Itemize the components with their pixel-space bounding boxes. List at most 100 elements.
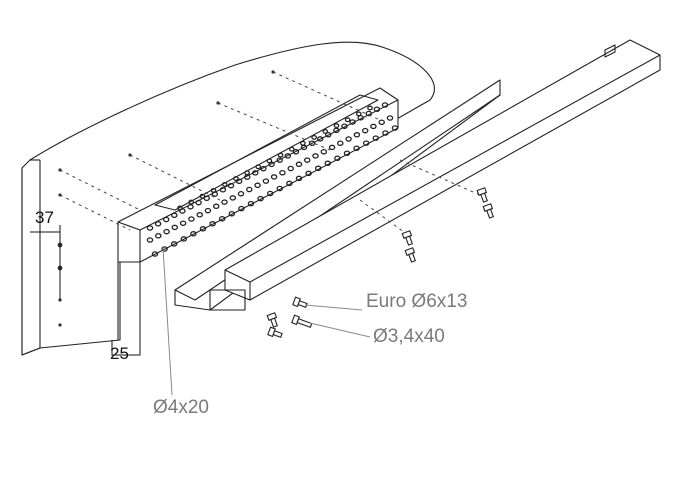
hole [295, 175, 303, 182]
hole [188, 216, 195, 222]
hole [341, 123, 348, 129]
hole [266, 190, 274, 197]
hole [199, 226, 207, 232]
hole [221, 199, 228, 205]
hole [244, 170, 250, 176]
screw-icon [482, 203, 495, 219]
hole [343, 150, 351, 156]
hole [287, 165, 294, 172]
hole [308, 140, 316, 146]
hole [362, 140, 370, 146]
hole [325, 131, 332, 138]
hole [353, 145, 360, 151]
hole [314, 165, 322, 172]
hole [333, 123, 340, 129]
hole [370, 123, 377, 130]
hole [322, 129, 329, 134]
hole [286, 180, 293, 187]
hole [295, 161, 303, 168]
hole [227, 182, 235, 189]
hole [229, 195, 237, 201]
hole [276, 185, 284, 192]
screw-icon [266, 312, 279, 328]
screw-icon [476, 187, 489, 203]
dowel-label: Ø4x20 [153, 397, 209, 418]
hole [279, 169, 286, 176]
hole [367, 105, 373, 111]
hole [180, 236, 188, 242]
hole [235, 178, 243, 185]
hole [254, 182, 261, 189]
hole [146, 237, 154, 243]
euro-screw-label: Euro Ø6x13 [366, 291, 468, 312]
hole [266, 158, 273, 164]
hole [312, 153, 319, 159]
dimension-top: 37 [35, 208, 54, 227]
hole [334, 155, 341, 161]
hole [252, 170, 259, 176]
hole [209, 221, 216, 227]
panel-dots [57, 70, 275, 327]
hole [257, 195, 264, 202]
hole [204, 207, 212, 214]
hole [171, 212, 178, 219]
hole [199, 193, 206, 199]
hole [284, 153, 292, 159]
hole [349, 119, 356, 125]
hole [237, 190, 245, 197]
hole [260, 165, 267, 172]
hole [361, 127, 369, 134]
hole [238, 205, 245, 212]
hole [391, 125, 399, 131]
screw-icon [404, 247, 417, 263]
plate-holes [146, 102, 399, 257]
hole [228, 210, 236, 217]
hole [170, 241, 178, 247]
hole [345, 136, 352, 142]
hole [320, 148, 328, 155]
hole [378, 119, 385, 125]
hole [337, 140, 344, 146]
hole [196, 212, 203, 218]
hole [300, 140, 306, 146]
hole [247, 200, 255, 207]
hole [151, 251, 159, 257]
hole [233, 176, 239, 182]
hole [195, 199, 202, 206]
hole [365, 110, 373, 117]
hole [154, 221, 162, 227]
hole [276, 157, 283, 163]
hole [303, 157, 311, 163]
hole [333, 127, 340, 134]
hole [187, 204, 194, 210]
hole [292, 148, 300, 155]
hole [311, 134, 317, 140]
hole [288, 146, 295, 152]
dimension-lines [30, 225, 141, 356]
hole [344, 117, 351, 123]
hole [355, 111, 362, 117]
leader-lines [162, 247, 371, 396]
hole [210, 187, 217, 193]
hole [316, 136, 324, 142]
hole [324, 160, 332, 167]
hole [277, 152, 284, 158]
hole [353, 132, 361, 138]
screw-icon [401, 230, 414, 246]
hole [218, 215, 226, 222]
hole [155, 233, 162, 239]
screw-icon [292, 296, 308, 309]
hole [382, 130, 389, 136]
hole [179, 220, 187, 226]
hole [171, 224, 179, 231]
hole [212, 203, 220, 210]
hole [262, 178, 270, 184]
hole [177, 205, 183, 211]
guide-lines [59, 71, 481, 236]
screws [266, 187, 495, 339]
hole [305, 170, 312, 177]
hole [381, 102, 389, 108]
hole [146, 225, 154, 231]
hole [190, 231, 197, 237]
